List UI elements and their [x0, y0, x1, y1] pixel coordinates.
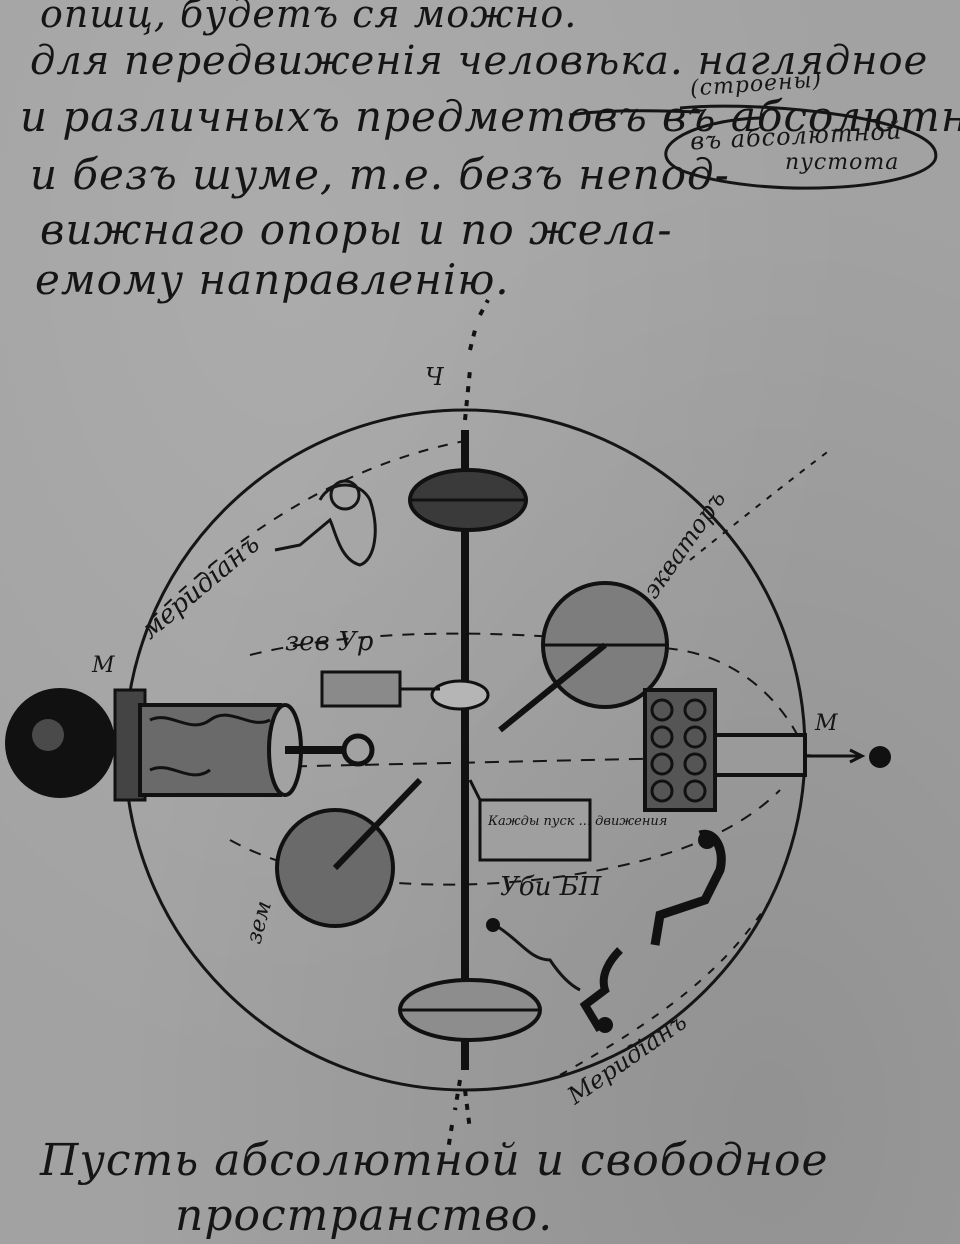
label-meridian-left: меридіанъ: [135, 529, 265, 645]
handwritten-line-3: и различныхъ предметовъ въ абсолютно: [20, 92, 960, 141]
label-m-left: М: [91, 653, 115, 678]
instruction-box-text: Кажды пуск ... движения: [487, 814, 667, 829]
equator-arc-right: [689, 449, 831, 561]
label-top-left: зев Ур: [285, 627, 374, 657]
meridian-arc-top: [149, 439, 471, 621]
caption-line-1: Пусть абсолютной и свободное: [40, 1135, 829, 1186]
small-box: [320, 670, 402, 708]
right-ball: [869, 746, 891, 768]
squiggle-line: [494, 923, 581, 992]
figure-kneeling: [650, 829, 726, 946]
handwritten-line-1: опшц, будетъ ся можно.: [40, 0, 578, 36]
handwritten-line-4: и безъ шуме, т.е. безъ непод-: [30, 150, 730, 199]
label-m-right: М: [814, 711, 838, 736]
handwritten-line-5: вижнаго опоры и по жела-: [40, 205, 673, 254]
figure-running: [579, 947, 623, 1033]
caption-line-2: пространство.: [175, 1190, 554, 1241]
handwritten-line-6: емому направленію.: [35, 255, 510, 304]
label-meridian-bottom: Меридіанъ: [562, 1007, 692, 1110]
central-joint: [430, 679, 490, 711]
label-axis-top: Ч: [425, 363, 445, 391]
text-underline: [569, 109, 701, 117]
label-equator-right: экваторъ: [637, 485, 731, 603]
axis-bottom-dotted: [446, 1079, 472, 1151]
meridian-arc-bottom: [559, 899, 771, 1076]
label-left-side: зем: [242, 898, 277, 946]
margin-note-3: пустота: [785, 150, 900, 175]
instruction-box: [478, 798, 592, 862]
right-container: [643, 688, 717, 812]
label-bottom: Уби БП: [500, 872, 603, 902]
handwritten-line-2: для передвиженія человѣка. наглядное: [30, 38, 929, 84]
margin-note-loop: [664, 104, 938, 190]
axis-top-dotted: [463, 299, 490, 421]
floating-figure-top: [274, 483, 377, 567]
